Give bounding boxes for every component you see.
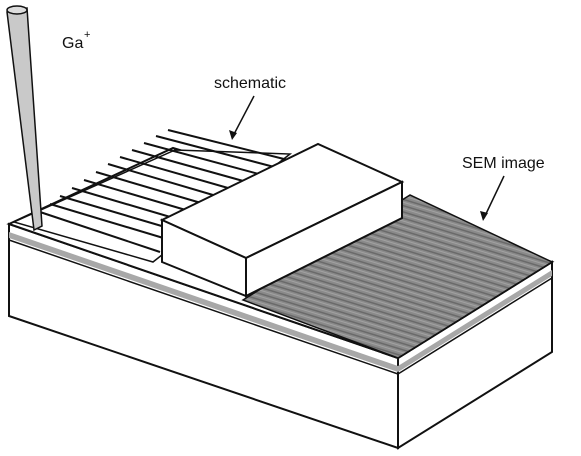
ion-charge-label: +: [84, 29, 90, 41]
ion-label: Ga: [62, 35, 83, 52]
sem-image-pointer: [483, 175, 505, 219]
schematic-arrowhead: [229, 130, 237, 140]
sem-image-label: SEM image: [462, 155, 545, 172]
schematic-pointer: [231, 95, 255, 139]
interlayer-front: [9, 232, 398, 372]
ion-beam: [6, 5, 43, 232]
schematic-stripes: [39, 129, 289, 253]
interlayer-side: [398, 270, 552, 372]
sem-image-arrowhead: [480, 211, 488, 221]
schematic-region: [11, 129, 293, 263]
schematic-label: schematic: [214, 75, 286, 92]
protective-coating-block: [159, 142, 405, 298]
ion-label-text: Ga: [62, 35, 83, 52]
coating-side: [245, 180, 403, 298]
substrate-block: [8, 222, 553, 450]
